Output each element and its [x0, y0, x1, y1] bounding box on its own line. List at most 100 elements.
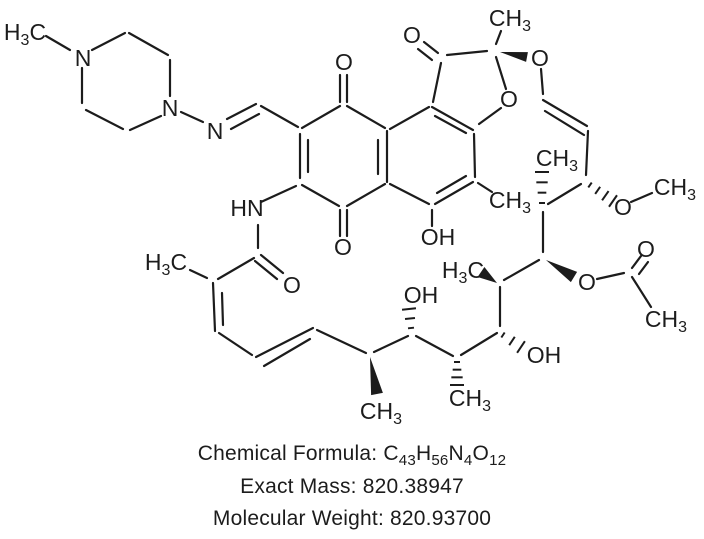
bond-line [44, 34, 72, 52]
bond-line [459, 331, 499, 357]
bond-line [179, 110, 205, 124]
aromatic-methyl-label: CH3 [489, 187, 531, 217]
acetyl-oxygen-label: O [637, 236, 655, 262]
caption-label: Molecular Weight: [212, 507, 391, 530]
caption-line-2: Exact Mass: 820.38947 [0, 471, 704, 504]
bond-line [433, 114, 468, 135]
hash-bond-mark [601, 190, 610, 201]
bond-line [217, 331, 254, 357]
c21-hydroxyl-label: OH [527, 342, 562, 368]
bond-line [433, 180, 475, 206]
bond-line [216, 256, 256, 281]
bond-line [128, 114, 163, 132]
bond-line [435, 174, 468, 195]
bond-line [502, 258, 541, 282]
hash-bond-mark [516, 340, 526, 354]
bond-line [388, 182, 431, 206]
bond-line [220, 291, 225, 327]
bond-line [543, 109, 586, 137]
bond-line [637, 260, 650, 276]
bond-line [90, 31, 127, 52]
bond-line [388, 105, 431, 131]
bond-line [315, 328, 368, 355]
hash-bond-mark [500, 331, 506, 339]
hash-bond-mark [404, 316, 416, 321]
bond-line [595, 271, 626, 281]
bond-line [541, 98, 589, 128]
amide-nh-label: HN [230, 195, 263, 221]
bond-line [472, 132, 477, 179]
bond-line [262, 337, 312, 368]
hash-bond-mark [407, 326, 415, 330]
bond-line [229, 112, 261, 131]
bond-line [539, 67, 545, 96]
bond-line [127, 31, 170, 57]
c22-methyl-label: CH3 [536, 145, 578, 175]
wedge-bond [546, 260, 578, 283]
wedge-bond [500, 52, 528, 62]
bond-line [372, 334, 410, 354]
bond-line [211, 281, 217, 333]
c23-hydroxyl-label: OH [404, 282, 439, 308]
wedge-bond [370, 357, 383, 396]
bond-line [494, 29, 503, 46]
c20-methyl-label: H3C [442, 257, 484, 287]
bond-line [414, 334, 455, 358]
methoxy-methyl-label: CH3 [654, 174, 696, 204]
acetyl-methyl-label: CH3 [645, 306, 687, 336]
amide-oxygen-label: O [283, 272, 301, 298]
bond-line [422, 40, 440, 55]
c26-methyl-label: CH3 [360, 398, 402, 428]
bond-line [546, 182, 583, 206]
ester-oxygen-label: O [578, 269, 596, 295]
imine-n-label: N [207, 118, 224, 144]
caption-label: Chemical Formula: [197, 442, 384, 465]
bond-line [494, 55, 508, 91]
bond-line [259, 184, 298, 204]
bond-line [445, 49, 489, 57]
caption-line-3: Molecular Weight: 820.93700 [0, 503, 704, 536]
hash-bond-mark [508, 336, 516, 346]
hash-bond-mark [401, 307, 417, 311]
bond-line [300, 104, 342, 130]
quinone-top-oxygen-label: O [335, 49, 353, 75]
bond-line [430, 105, 475, 132]
bond-line [630, 254, 643, 270]
piperazine-n1-label: N [75, 45, 92, 71]
phenol-oh-label: OH [421, 224, 456, 250]
bond-line [345, 104, 387, 130]
n-methyl-label: H3C [4, 19, 46, 49]
hash-bond-mark [587, 181, 593, 189]
bond-line [300, 183, 341, 208]
bond-line [476, 181, 494, 194]
caption-value: C43H56N4O12 [383, 442, 507, 470]
bond-line [253, 259, 279, 281]
wedge-bond [477, 267, 497, 283]
bond-line [259, 253, 285, 275]
caption-value: 820.93700 [390, 507, 492, 530]
bond-line [630, 275, 653, 309]
bond-line [629, 191, 654, 204]
bond-line [84, 108, 125, 131]
quinone-bottom-oxygen-label: O [334, 234, 352, 260]
furanone-oxygen-label: O [403, 22, 421, 48]
bond-line [188, 268, 209, 280]
bond-line [345, 182, 387, 208]
bond-line [416, 47, 434, 62]
bond-line [259, 104, 300, 129]
caption-value: 820.38947 [362, 474, 464, 498]
hash-bond-mark [594, 186, 601, 195]
c24-methyl-label: CH3 [449, 385, 491, 415]
caption-line-1: Chemical Formula: C43H56N4O12 [0, 438, 704, 471]
methoxy-oxygen-label: O [614, 194, 632, 220]
bond-line [584, 129, 590, 177]
c2-methyl-label: CH3 [489, 5, 531, 35]
bond-line [225, 102, 258, 121]
bond-line [254, 326, 315, 359]
ansa-ether-oxygen-label: O [531, 45, 549, 71]
c17-methyl-label: H3C [145, 249, 187, 279]
bond-line [477, 106, 503, 126]
